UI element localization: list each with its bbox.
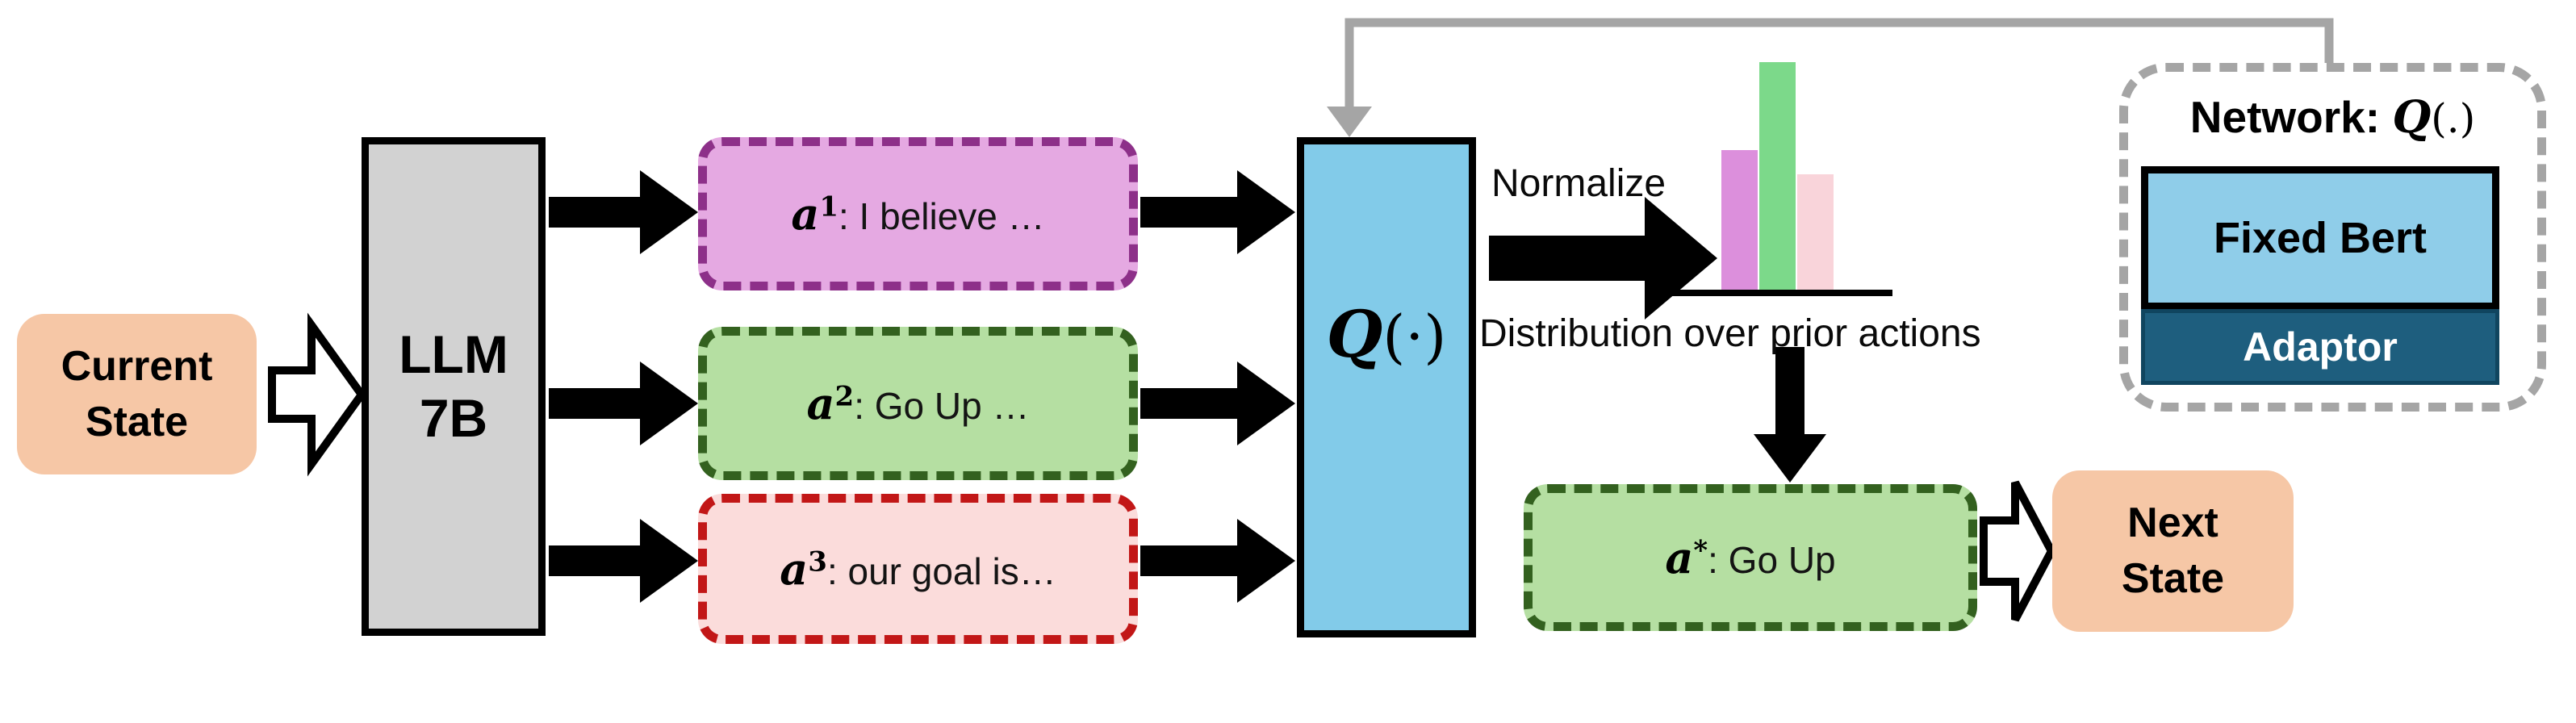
- action2-text: a2: Go Up …: [807, 378, 1030, 429]
- best-action-desc: : Go Up: [1708, 539, 1836, 581]
- network-panel-title: Network: Q(.): [2119, 90, 2546, 143]
- q-args: (·): [1382, 303, 1447, 370]
- action3-node: a3: our goal is…: [698, 494, 1138, 644]
- adaptor-layer: Adaptor: [2141, 309, 2499, 385]
- llm-to-action2-arrow-icon: [549, 362, 698, 445]
- next-state-node: Next State: [2052, 470, 2294, 632]
- current-state-label-line1: Current: [61, 342, 213, 390]
- best-action-node: a*: Go Up: [1524, 484, 1977, 631]
- action2-superscript: 2: [834, 380, 855, 413]
- action3-desc: : our goal is…: [826, 550, 1056, 592]
- state-to-llm-arrow-icon: [268, 312, 367, 477]
- action2-symbol: a: [806, 378, 835, 429]
- action3-text: a3: our goal is…: [780, 543, 1056, 595]
- action1-to-q-arrow-icon: [1140, 170, 1295, 254]
- llm-label-line1: LLM: [399, 324, 508, 384]
- q-function-node: Q(·): [1297, 137, 1476, 637]
- best-action-superscript: *: [1693, 534, 1708, 567]
- action3-symbol: a: [780, 543, 809, 595]
- action1-node: a1: I believe …: [698, 137, 1138, 290]
- distribution-caption: Distribution over prior actions: [1479, 312, 1981, 355]
- bar-a2: [1759, 62, 1796, 292]
- network-title-prefix: Network:: [2189, 92, 2393, 142]
- network-title-args: (.): [2431, 95, 2476, 142]
- action3-to-q-arrow-icon: [1140, 519, 1295, 603]
- action3-superscript: 3: [808, 545, 827, 579]
- next-state-label-line1: Next: [2127, 499, 2218, 547]
- network-title-symbol: Q: [2392, 90, 2432, 143]
- action-to-next-state-arrow-icon: [1980, 480, 2056, 622]
- action1-text: a1: I believe …: [791, 188, 1044, 240]
- action2-desc: : Go Up …: [854, 385, 1030, 427]
- llm-to-action3-arrow-icon: [549, 519, 698, 603]
- best-action-symbol: a: [1665, 532, 1694, 583]
- action1-desc: : I believe …: [838, 195, 1045, 237]
- next-state-label-line2: State: [2121, 555, 2225, 602]
- action2-node: a2: Go Up …: [698, 327, 1138, 480]
- bar-a3: [1797, 174, 1834, 292]
- distribution-to-best-action-arrow-icon: [1754, 347, 1826, 483]
- action2-to-q-arrow-icon: [1140, 362, 1295, 445]
- best-action-text: a*: Go Up: [1665, 532, 1835, 583]
- llm-node: LLM 7B: [362, 137, 546, 636]
- bar-chart: [1721, 62, 1834, 292]
- bar-a1: [1721, 150, 1758, 292]
- q-letter: Q: [1326, 296, 1383, 372]
- normalize-label: Normalize: [1491, 162, 1666, 205]
- adaptor-label: Adaptor: [2243, 324, 2398, 370]
- action1-superscript: 1: [819, 190, 838, 224]
- llm-to-action1-arrow-icon: [549, 170, 698, 254]
- action1-symbol: a: [791, 188, 820, 240]
- normalize-arrow-icon: [1489, 197, 1717, 320]
- q-function-label: Q(·): [1327, 296, 1447, 372]
- current-state-label-line2: State: [85, 398, 189, 445]
- feedback-arrowhead-icon: [1327, 107, 1372, 137]
- llm-label-line2: 7B: [419, 388, 488, 448]
- fixed-bert-layer: Fixed Bert: [2141, 166, 2499, 310]
- fixed-bert-label: Fixed Bert: [2213, 214, 2428, 262]
- current-state-node: Current State: [17, 314, 257, 474]
